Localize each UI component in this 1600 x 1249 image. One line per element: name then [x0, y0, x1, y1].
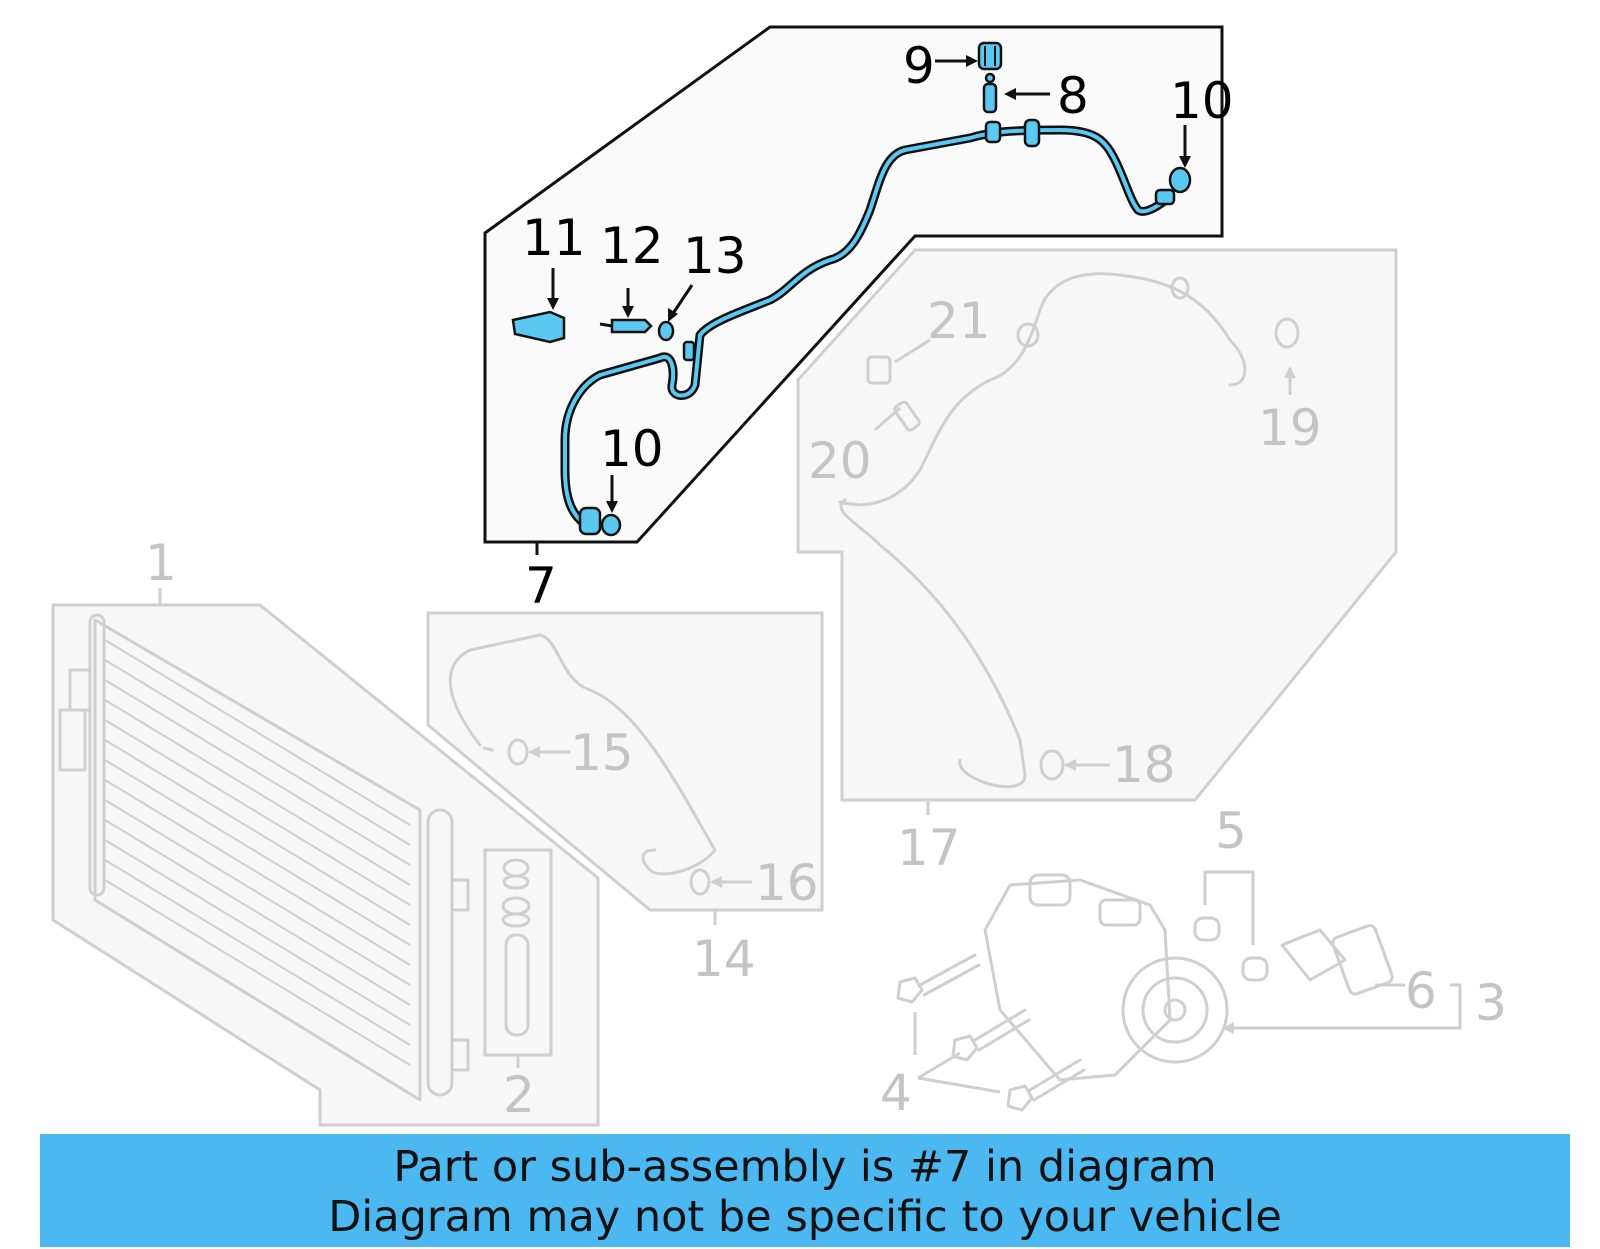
callout-10-bottom: 10 — [600, 420, 664, 478]
callout-16: 16 — [755, 854, 819, 912]
callout-17: 17 — [897, 819, 961, 877]
callout-10-top: 10 — [1170, 72, 1234, 130]
line-assembly-7[interactable] — [483, 25, 1224, 555]
callout-20: 20 — [808, 432, 872, 490]
callout-5: 5 — [1215, 802, 1247, 860]
compressor-group — [896, 870, 1462, 1112]
callout-9: 9 — [903, 37, 935, 95]
hose-14-group — [426, 611, 824, 925]
callout-3: 3 — [1475, 974, 1507, 1032]
callout-labels: 7 8 9 10 10 11 12 13 1 2 3 4 5 6 14 15 1… — [145, 37, 1507, 1124]
callout-7: 7 — [525, 557, 557, 615]
callout-8: 8 — [1057, 67, 1089, 125]
condenser-group — [51, 588, 600, 1127]
hose-17-group — [796, 248, 1398, 815]
callout-13: 13 — [683, 227, 747, 285]
callout-2: 2 — [503, 1066, 535, 1124]
callout-11: 11 — [522, 209, 586, 267]
banner-line-part: Part or sub-assembly is #7 in diagram — [393, 1142, 1217, 1192]
callout-21: 21 — [927, 292, 991, 350]
callout-12: 12 — [600, 217, 664, 275]
callout-1: 1 — [145, 534, 177, 592]
callout-4: 4 — [880, 1064, 912, 1122]
callout-18: 18 — [1112, 736, 1176, 794]
callout-15: 15 — [570, 724, 634, 782]
callout-14: 14 — [692, 930, 756, 988]
callout-19: 19 — [1258, 399, 1322, 457]
info-banner: Part or sub-assembly is #7 in diagram Di… — [40, 1134, 1570, 1247]
banner-line-disclaimer: Diagram may not be specific to your vehi… — [328, 1192, 1282, 1242]
callout-6: 6 — [1405, 962, 1437, 1020]
